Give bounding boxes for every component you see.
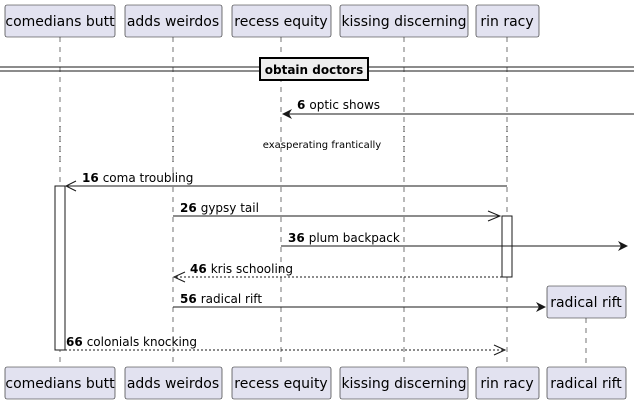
message-36: 36 plum backpack xyxy=(281,231,628,251)
participant-label: rin racy xyxy=(480,376,533,392)
arrowhead-open xyxy=(172,271,186,283)
message-26: 26 gypsy tail xyxy=(173,201,502,222)
activation-comedians-butt xyxy=(54,185,66,351)
participant-bottom-kissing-discerning: kissing discerning xyxy=(339,366,469,400)
participant-label: rin racy xyxy=(480,14,533,30)
participant-bottom-adds-weirdos: adds weirdos xyxy=(124,366,223,400)
message-16: 16 coma troubling xyxy=(64,171,507,192)
participant-top-comedians-butt: comedians butt xyxy=(4,4,116,38)
participant-bottom-recess-equity: recess equity xyxy=(231,366,332,400)
message-66: 66 colonials knocking xyxy=(65,335,507,356)
message-number: 16 xyxy=(82,171,99,185)
participant-top-recess-equity: recess equity xyxy=(231,4,332,38)
participant-label: comedians butt xyxy=(5,14,115,30)
participant-label: radical rift xyxy=(550,376,622,392)
arrowhead-open xyxy=(64,180,77,192)
message-label: kris schooling xyxy=(211,262,293,276)
message-46: 46 kris schooling xyxy=(172,262,502,283)
participant-label: adds weirdos xyxy=(127,376,219,392)
message-label: radical rift xyxy=(201,292,263,306)
message-56: 56 radical rift xyxy=(173,292,546,312)
message-number: 6 xyxy=(297,98,305,112)
arrowhead-open xyxy=(493,344,507,356)
participant-top-kissing-discerning: kissing discerning xyxy=(339,4,469,38)
participant-label: adds weirdos xyxy=(127,14,219,30)
participant-label: recess equity xyxy=(234,376,327,392)
message-number: 56 xyxy=(180,292,197,306)
arrowhead-filled xyxy=(282,109,292,119)
participant-label: kissing discerning xyxy=(341,376,466,392)
message-number: 66 xyxy=(66,335,83,349)
participant-created-radical-rift: radical rift xyxy=(546,285,627,319)
delay-note: exasperating frantically xyxy=(263,140,382,151)
participant-label: comedians butt xyxy=(5,376,115,392)
participant-bottom-comedians-butt: comedians butt xyxy=(4,366,116,400)
arrowhead-filled xyxy=(618,241,628,251)
participant-label: kissing discerning xyxy=(341,14,466,30)
participant-top-rin-racy: rin racy xyxy=(475,4,540,38)
section-title: obtain doctors xyxy=(265,63,364,77)
message-label: gypsy tail xyxy=(201,201,259,215)
message-label: coma troubling xyxy=(103,171,194,185)
message-label: plum backpack xyxy=(309,231,400,245)
participant-bottom-radical-rift: radical rift xyxy=(546,366,627,400)
participant-bottom-rin-racy: rin racy xyxy=(475,366,540,400)
message-6: 6 optic shows xyxy=(282,98,634,119)
section-divider: obtain doctors xyxy=(0,57,634,81)
message-label: colonials knocking xyxy=(87,335,197,349)
message-label: optic shows xyxy=(309,98,380,112)
participant-label: recess equity xyxy=(234,14,327,30)
arrowhead-open xyxy=(487,210,502,222)
participant-label: radical rift xyxy=(550,295,622,311)
message-number: 26 xyxy=(180,201,197,215)
participant-top-adds-weirdos: adds weirdos xyxy=(124,4,223,38)
arrowhead-filled xyxy=(536,302,546,312)
message-number: 46 xyxy=(190,262,207,276)
message-number: 36 xyxy=(288,231,305,245)
